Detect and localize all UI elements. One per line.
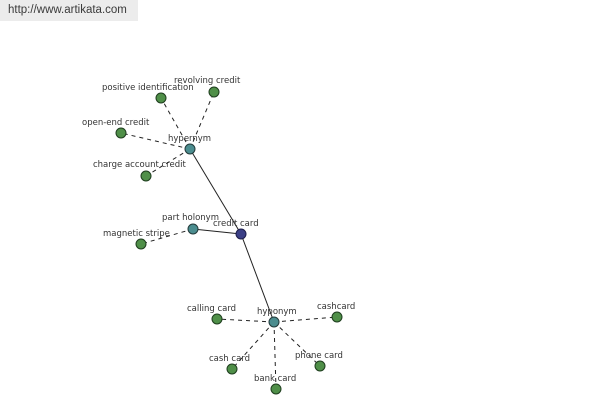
node-cashcard[interactable]	[331, 311, 343, 323]
label-calling-card: calling card	[187, 304, 236, 314]
label-hyponym: hyponym	[257, 307, 297, 317]
label-credit-card: credit card	[213, 219, 259, 229]
label-open-end-credit: open-end credit	[82, 118, 150, 128]
node-bank-card[interactable]	[270, 383, 282, 395]
label-cash-card: cash card	[209, 354, 250, 364]
edge-hyponym-cash-card	[231, 321, 275, 370]
edge-center-hypernym	[189, 148, 242, 235]
label-cashcard: cashcard	[317, 302, 355, 312]
label-charge-account-credit: charge account credit	[93, 160, 186, 170]
node-cash-card[interactable]	[226, 363, 238, 375]
node-revolving-credit[interactable]	[208, 86, 220, 98]
node-positive-identification[interactable]	[155, 92, 167, 104]
url-banner[interactable]: http://www.artikata.com	[0, 0, 138, 21]
label-magnetic-stripe: magnetic stripe	[103, 229, 170, 239]
label-part-holonym: part holonym	[162, 213, 219, 223]
edge-part-holonym-magnetic-stripe	[140, 228, 194, 245]
edge-hyponym-phone-card	[273, 321, 321, 367]
edge-hyponym-bank-card	[273, 321, 277, 390]
node-phone-card[interactable]	[314, 360, 326, 372]
node-hyponym[interactable]	[268, 316, 280, 328]
node-charge-account-credit[interactable]	[140, 170, 152, 182]
node-magnetic-stripe[interactable]	[135, 238, 147, 250]
edge-hyponym-cashcard	[273, 316, 338, 323]
label-positive-identification: positive identification	[102, 83, 194, 93]
node-part-holonym[interactable]	[187, 223, 199, 235]
edge-hyponym-calling-card	[216, 318, 275, 323]
edge-hypernym-positive-identification	[160, 97, 191, 150]
edge-hypernym-open-end-credit	[120, 132, 191, 150]
edge-center-hyponym	[240, 233, 275, 323]
node-hypernym[interactable]	[184, 143, 196, 155]
label-revolving-credit: revolving credit	[174, 76, 241, 86]
label-hypernym: hypernym	[168, 134, 211, 144]
label-phone-card: phone card	[295, 351, 343, 361]
label-bank-card: bank card	[254, 374, 296, 384]
node-credit-card[interactable]	[235, 228, 247, 240]
node-calling-card[interactable]	[211, 313, 223, 325]
edge-center-part-holonym	[192, 228, 242, 235]
edge-hypernym-charge-account-credit	[145, 148, 191, 177]
node-open-end-credit[interactable]	[115, 127, 127, 139]
edge-hypernym-revolving-credit	[189, 91, 215, 150]
